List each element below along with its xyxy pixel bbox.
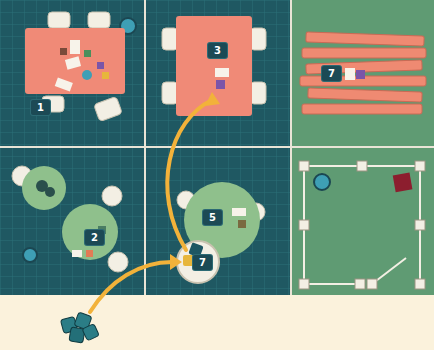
callout-number: 3 — [208, 43, 227, 58]
callout-number: 5 — [203, 210, 222, 225]
callout-number: 2 — [85, 230, 104, 245]
callout-number: 7 — [322, 66, 341, 81]
callout-number: 7 — [193, 255, 212, 270]
callout-number: 1 — [31, 100, 50, 115]
